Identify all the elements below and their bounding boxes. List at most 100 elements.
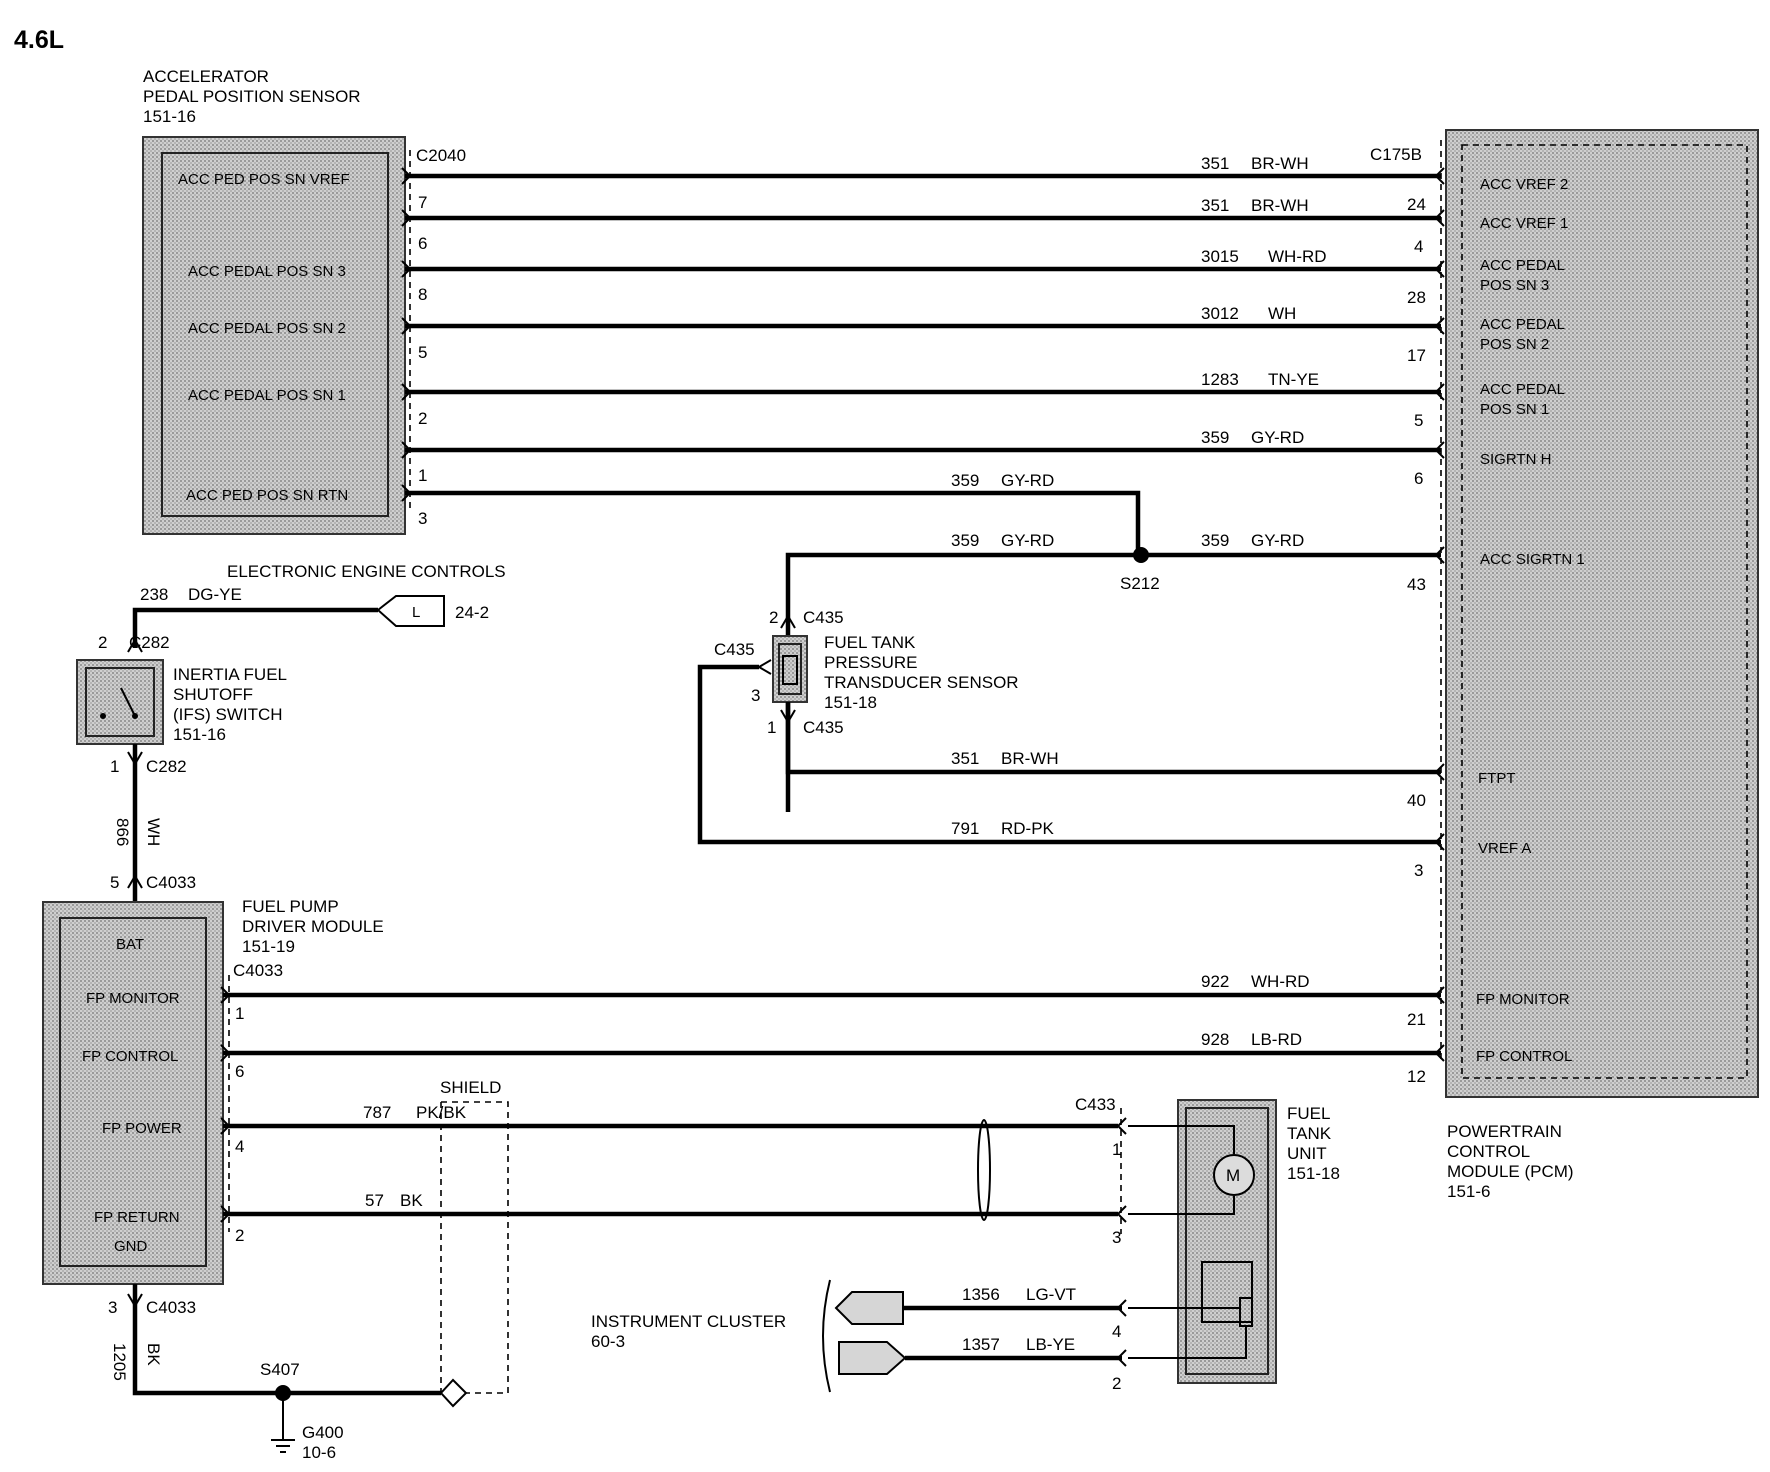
connector-arrow-left-9 [1434, 986, 1445, 1004]
pcm-pin-sigrtn-h: SIGRTN H [1480, 451, 1551, 468]
ftu-lead-2 [1128, 1326, 1247, 1359]
ftpt-resistor-symbol [782, 655, 798, 685]
pcm-inner-outline [1461, 144, 1748, 1079]
fpdm-pin-fp-power: FP POWER [102, 1120, 182, 1137]
c282-bottom-label: C282 [146, 757, 187, 776]
connector-arrow-left-6 [1434, 546, 1445, 564]
c4033-mid-label: C4033 [233, 961, 283, 980]
ftpt-name-line-3: TRANSDUCER SENSOR [824, 673, 1019, 692]
pcm-pin-number-12: 12 [1407, 1067, 1426, 1086]
wire-label-922: 922 [1201, 972, 1229, 991]
pcm-pin-number-6: 6 [1414, 469, 1423, 488]
splice-s212-dot [1133, 547, 1149, 563]
wire-color-3015: WH-RD [1268, 247, 1327, 266]
connector-arrow-left-5 [1434, 441, 1445, 459]
ftu-name-line-3: UNIT [1287, 1144, 1327, 1163]
wire-label-787: 787 [363, 1103, 391, 1122]
connector-arrow-right-9 [220, 1117, 231, 1135]
diagram-title: 4.6L [14, 26, 64, 54]
c433-pin-1: 1 [1112, 1140, 1121, 1159]
c433-pin-2: 2 [1112, 1374, 1121, 1393]
ifs-switch-blade [120, 687, 136, 717]
wire-color-57: BK [400, 1191, 423, 1210]
ftu-motor-leads [1186, 1125, 1235, 1215]
c4033-bottom-label: C4033 [146, 1298, 196, 1317]
wire-label-791: 791 [951, 819, 979, 838]
pcm-body [1445, 129, 1759, 1098]
pcm-name-line-4: 151-6 [1447, 1182, 1490, 1201]
pcm-pin-acc-vref-1: ACC VREF 1 [1480, 215, 1568, 232]
shield-outline [441, 1101, 509, 1394]
ic-name-line-2: 60-3 [591, 1332, 625, 1351]
fpdm-pin-number-4: 4 [235, 1137, 244, 1156]
apps-pin-pos-sn-2: ACC PEDAL POS SN 2 [188, 320, 346, 337]
fpdm-name-line-3: 151-19 [242, 937, 295, 956]
c435-bottom-pin: 1 [767, 718, 776, 737]
ground-name: G400 [302, 1423, 344, 1442]
fpdm-name-line-2: DRIVER MODULE [242, 917, 384, 936]
ftpt-name-line-2: PRESSURE [824, 653, 918, 672]
wire-label-359-c: 359 [951, 531, 979, 550]
accelerator-pedal-position-sensor: ACCELERATOR PEDAL POSITION SENSOR 151-16… [142, 67, 466, 535]
ic-brace [822, 1279, 831, 1393]
pcm-pin-number-40: 40 [1407, 791, 1426, 810]
apps-pcm-wires: S212 351 BR-WH 351 BR-WH 3015 WH-RD 3012… [405, 154, 1441, 812]
pcm-pin-number-4: 4 [1414, 237, 1423, 256]
ifs-name-line-1: INERTIA FUEL [173, 665, 287, 684]
fuel-tank-pressure-transducer: 2 C435 C435 3 FUEL TANK PRESSURE TRANSDU… [697, 608, 1441, 845]
apps-pin-number-1: 1 [418, 466, 427, 485]
ifs-name-line-2: SHUTOFF [173, 685, 253, 704]
wire-color-359-d: GY-RD [1251, 531, 1304, 550]
wire-color-351-ftpt: BR-WH [1001, 749, 1059, 768]
splice-s407-label: S407 [260, 1360, 300, 1379]
ic-connector-lg-vt [834, 1291, 904, 1325]
c2040-connector-label: C2040 [416, 146, 466, 165]
apps-pin-number-2: 2 [418, 409, 427, 428]
c282-top-arrow [127, 638, 143, 653]
c433-pin-4: 4 [1112, 1322, 1121, 1341]
wire-color-351-b: BR-WH [1251, 196, 1309, 215]
wire-label-1356: 1356 [962, 1285, 1000, 1304]
connector-arrow-left-10 [1434, 1044, 1445, 1062]
c435-top-label: C435 [803, 608, 844, 627]
apps-pin-rtn: ACC PED POS SN RTN [186, 487, 348, 504]
apps-name-line-3: 151-16 [143, 107, 196, 126]
connector-arrow-left-8 [1434, 833, 1445, 851]
shield-drain-symbol [439, 1378, 468, 1408]
connector-arrows [220, 167, 1445, 1367]
connector-arrow-right-2 [401, 260, 412, 278]
fuel-pump-motor-icon [1213, 1154, 1255, 1196]
ftu-name-line-2: TANK [1287, 1124, 1332, 1143]
apps-inner-box [161, 152, 389, 517]
connector-arrow-left-0 [1434, 167, 1445, 185]
apps-body [142, 136, 406, 535]
wire-label-866: 866 [113, 818, 132, 846]
wire-color-1205: BK [144, 1343, 163, 1366]
fuel-pump-power-circuit: 787 PK/BK 57 BK SHIELD C433 1 3 [223, 1078, 1122, 1394]
ifs-switch-inner [85, 667, 155, 737]
fpdm-pin-number-1: 1 [235, 1004, 244, 1023]
shield-label: SHIELD [440, 1078, 501, 1097]
wire-label-351-a: 351 [1201, 154, 1229, 173]
ftu-name-line-1: FUEL [1287, 1104, 1330, 1123]
ftu-body [1177, 1099, 1277, 1384]
pcm-pin-acc-sigrtn-1: ACC SIGRTN 1 [1480, 551, 1585, 568]
ground-ref: 10-6 [302, 1443, 336, 1462]
wire-label-1205: 1205 [110, 1343, 129, 1381]
pcm-pin-fp-monitor: FP MONITOR [1476, 991, 1570, 1008]
ifs-name-line-3: (IFS) SWITCH [173, 705, 283, 724]
connector-arrow-right-6 [401, 484, 412, 502]
wire-label-57: 57 [365, 1191, 384, 1210]
wire-color-1283: TN-YE [1268, 370, 1319, 389]
pcm-pin-number-3: 3 [1414, 861, 1423, 880]
connector-arrow-left-1 [1434, 209, 1445, 227]
wire-color-359-b: GY-RD [1001, 471, 1054, 490]
ftu-inner [1185, 1107, 1269, 1375]
pcm-pin-number-21: 21 [1407, 1010, 1426, 1029]
pcm-name-line-2: CONTROL [1447, 1142, 1530, 1161]
fuel-level-sender-frame [1201, 1261, 1253, 1323]
fpdm-pin-number-6: 6 [235, 1062, 244, 1081]
connector-arrow-left-4 [1434, 383, 1445, 401]
pcm-pin-number-28: 28 [1407, 288, 1426, 307]
ground-circuit: 3 C4033 1205 BK S407 G400 10-6 [108, 1284, 468, 1462]
